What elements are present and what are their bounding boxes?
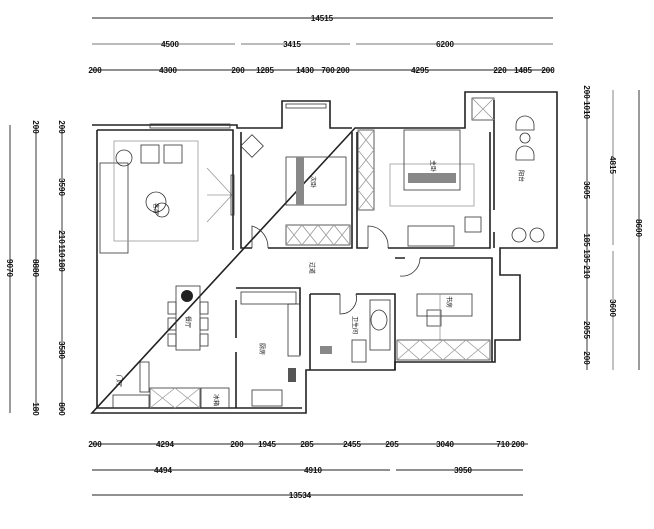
lounge-chair <box>515 145 535 161</box>
wardrobe <box>357 129 375 211</box>
rug <box>389 163 475 207</box>
dim-top-detail: 700 <box>321 66 335 75</box>
toilet <box>351 339 367 363</box>
fridge <box>200 387 230 409</box>
dim-right-detail: 200 <box>582 351 591 365</box>
dim-top-detail: 220 <box>493 66 507 75</box>
dim-right-total: 8600 <box>634 219 643 237</box>
basin <box>370 309 388 331</box>
dimension-left: 9070 200 8880 180 200 3590 210 110 180 3… <box>5 120 66 416</box>
room-labels: 客厅 次卧 主卧 阳台 过道 餐厅 厨房 卫生间 书房 门厅 冰箱 <box>115 160 525 406</box>
counter <box>240 291 297 305</box>
washing-machine <box>511 227 527 243</box>
furniture <box>99 97 545 409</box>
dim-bottom-detail: 200 <box>88 440 102 449</box>
dim-right-detail: 135 <box>582 249 591 263</box>
dim-bottom-detail: 285 <box>300 440 314 449</box>
room-label-entry: 门厅 <box>115 375 123 387</box>
room-label-kitchen: 厨房 <box>258 343 266 355</box>
dim-left-seg: 180 <box>31 402 40 416</box>
walls <box>90 91 558 414</box>
dim-top-detail: 200 <box>231 66 245 75</box>
rug <box>113 140 199 242</box>
bookcase <box>396 339 491 361</box>
dim-bottom-seg: 3950 <box>454 466 472 475</box>
dim-top-detail: 200 <box>541 66 555 75</box>
dim-top-detail: 1485 <box>514 66 532 75</box>
dim-right-seg: 4815 <box>608 156 617 174</box>
desk <box>416 293 473 317</box>
dim-left-detail: 200 <box>57 120 66 134</box>
bed <box>403 129 461 191</box>
room-label-balcony: 阳台 <box>517 170 525 182</box>
dim-top-detail: 4300 <box>159 66 177 75</box>
room-label-dining: 餐厅 <box>184 316 192 328</box>
dim-bottom-detail: 200 <box>511 440 525 449</box>
dim-bottom-detail: 4294 <box>156 440 174 449</box>
dim-bottom-seg: 4494 <box>154 466 172 475</box>
room-label-master-bedroom: 主卧 <box>429 160 437 172</box>
dim-right-detail: 210 <box>582 265 591 279</box>
dim-left-detail: 180 <box>57 258 66 272</box>
dim-bottom-detail: 3040 <box>436 440 454 449</box>
dim-right-detail: 200 <box>582 85 591 99</box>
dim-bottom-detail: 205 <box>385 440 399 449</box>
dim-top-detail: 1285 <box>256 66 274 75</box>
dimension-top: 14515 4500 3415 6200 200 4300 200 1285 1… <box>88 14 555 75</box>
dim-right-detail: 1010 <box>582 101 591 119</box>
dimension-right: 200 1010 3605 185 135 210 2055 200 4815 … <box>582 85 643 370</box>
tv <box>230 174 235 216</box>
room-label-fridge: 冰箱 <box>212 394 220 406</box>
room-label-secondary-bedroom: 次卧 <box>309 176 317 188</box>
dim-bottom-detail: 1945 <box>258 440 276 449</box>
chair <box>426 309 442 327</box>
dim-left-seg: 200 <box>31 120 40 134</box>
dim-bottom-seg: 4910 <box>304 466 322 475</box>
dim-top-detail: 1430 <box>296 66 314 75</box>
lounge-chair <box>515 115 535 131</box>
dim-left-detail: 800 <box>57 402 66 416</box>
room-label-living: 客厅 <box>152 203 160 215</box>
dim-left-detail: 210 <box>57 230 66 244</box>
dim-top-detail: 200 <box>336 66 350 75</box>
room-label-study: 书房 <box>445 296 453 308</box>
dim-top-seg: 4500 <box>161 40 179 49</box>
armchair <box>240 134 264 158</box>
room-label-bathroom: 卫生间 <box>351 316 359 334</box>
tv-cabinet <box>407 225 455 247</box>
dimension-bottom: 200 4294 200 1945 285 2455 205 3040 710 … <box>88 440 528 500</box>
wardrobe <box>285 224 351 246</box>
dim-left-detail: 3590 <box>57 178 66 196</box>
dim-left-total: 9070 <box>5 259 14 277</box>
dim-left-detail: 3580 <box>57 341 66 359</box>
dim-left-seg: 8880 <box>31 259 40 277</box>
dim-bottom-detail: 200 <box>230 440 244 449</box>
dim-right-detail: 185 <box>582 233 591 247</box>
sink <box>251 389 283 407</box>
dim-top-seg: 6200 <box>436 40 454 49</box>
dim-top-detail: 4295 <box>411 66 429 75</box>
side-table <box>115 149 133 167</box>
armchair <box>140 144 160 164</box>
dim-right-seg: 3600 <box>608 299 617 317</box>
dim-left-detail: 110 <box>57 245 66 258</box>
coffee-table <box>145 191 167 213</box>
dim-top-total: 14515 <box>311 14 334 23</box>
bed <box>285 156 347 206</box>
dim-bottom-detail: 2455 <box>343 440 361 449</box>
dim-top-seg: 3415 <box>283 40 301 49</box>
dim-bottom-total: 13534 <box>289 491 312 500</box>
armchair <box>163 144 183 164</box>
dim-right-detail: 3605 <box>582 181 591 199</box>
dim-bottom-detail: 710 <box>496 440 510 449</box>
dim-right-detail: 2055 <box>582 321 591 339</box>
dim-top-detail: 200 <box>88 66 102 75</box>
room-label-corridor: 过道 <box>308 262 316 274</box>
